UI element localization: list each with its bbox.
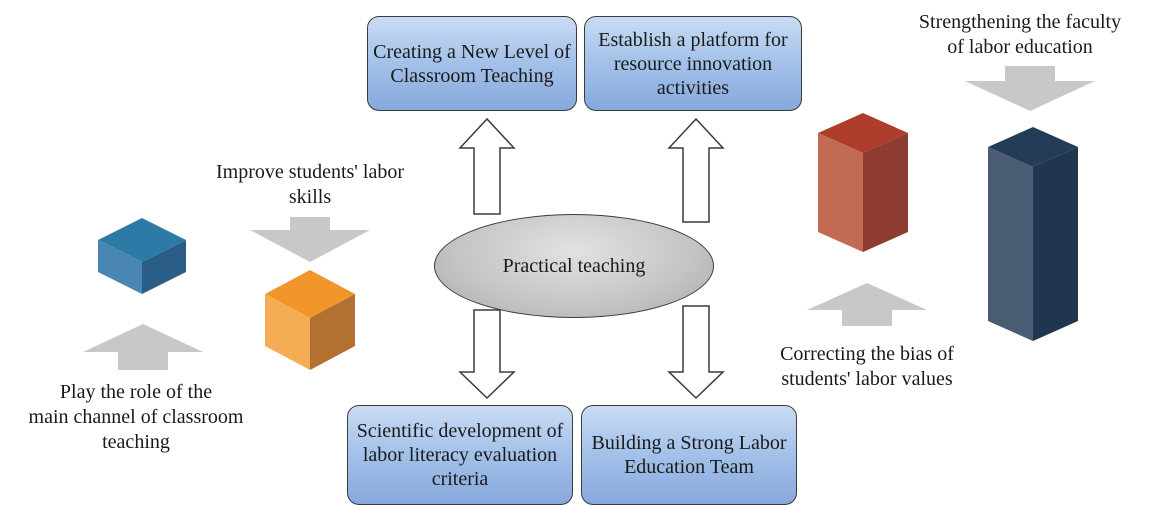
box-education-team: Building a Strong Labor Education Team [581,405,797,505]
arrow-down-left [458,309,516,400]
caption-faculty: Strengthening the faculty of labor educa… [918,11,1122,58]
arrow-down-right [667,305,725,400]
grey-arrow-up-bias [807,283,927,326]
box-education-team-label: Building a Strong Labor Education Team [591,432,787,478]
orange-cube-icon [265,270,355,370]
box-classroom-teaching: Creating a New Level of Classroom Teachi… [367,16,577,111]
caption-correcting-bias: Correcting the bias of students' labor v… [780,343,954,390]
arrow-up-left [458,117,516,215]
arrow-up-right [667,117,725,223]
box-resource-platform: Establish a platform for resource innova… [584,16,802,111]
grey-arrow-down-skills [250,217,370,262]
caption-improve-skills: Improve students' labor skills [215,161,404,208]
box-literacy-evaluation-label: Scientific development of labor literacy… [356,420,564,490]
practical-teaching-label: Practical teaching [502,254,646,277]
practical-teaching-ellipse: Practical teaching [434,214,714,318]
caption-main-channel: Play the role of the main channel of cla… [28,381,244,453]
box-literacy-evaluation: Scientific development of labor literacy… [347,405,573,505]
red-block-icon [818,113,908,252]
box-classroom-teaching-label: Creating a New Level of Classroom Teachi… [373,40,571,87]
grey-arrow-up-main-channel [83,324,203,370]
blue-cube-icon [98,218,186,294]
navy-column-icon [988,127,1078,341]
grey-arrow-down-faculty [965,66,1095,111]
box-resource-platform-label: Establish a platform for resource innova… [598,28,788,99]
